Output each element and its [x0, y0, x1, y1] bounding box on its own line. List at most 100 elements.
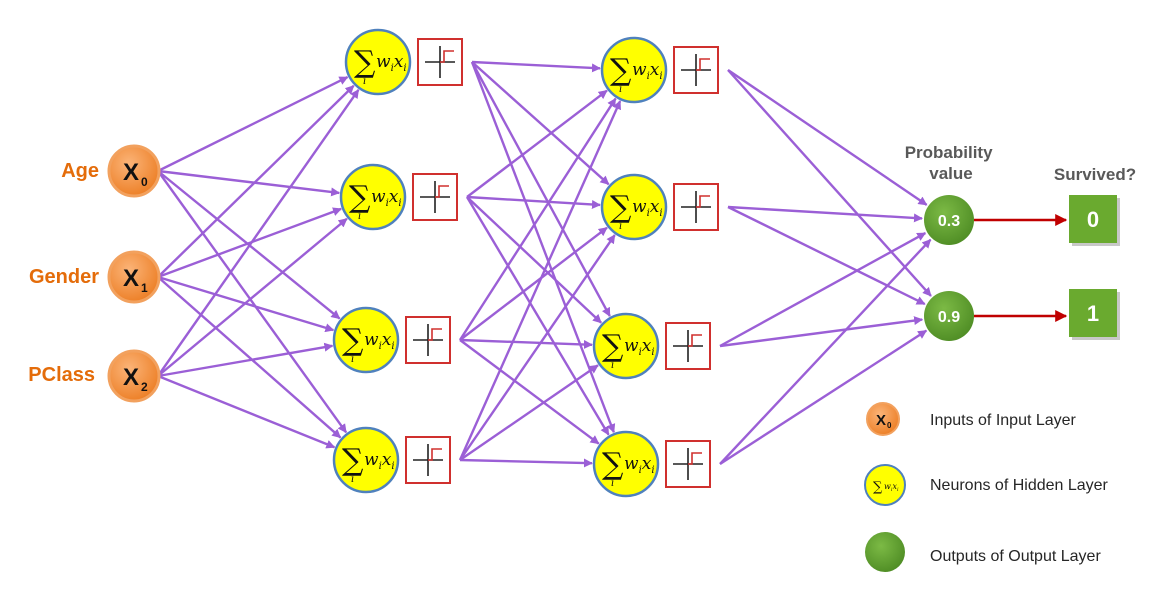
edge-hidden2-to-output: [719, 238, 932, 465]
sigma-index: i: [351, 354, 354, 365]
term-x: x: [642, 336, 652, 356]
legend-label: Outputs of Output Layer: [930, 548, 1101, 565]
term-w: w: [632, 60, 647, 80]
input-symbol: X: [123, 364, 139, 391]
weighted-sum-term: wixi: [364, 330, 395, 352]
term-x-sub: i: [403, 63, 406, 74]
input-label-age: Age: [61, 160, 99, 182]
sigma-index: i: [363, 76, 366, 87]
sigma-symbol: ∑: [349, 180, 371, 215]
activation-step-curve: [428, 328, 442, 341]
hidden-layers: ∑iwixi∑iwixi∑iwixi∑iwixi∑iwixi∑iwixi∑iwi…: [332, 28, 719, 498]
neuron-icon: [339, 163, 407, 231]
edge-hidden1-to-hidden2: [465, 196, 610, 436]
legend-w-sub: i: [891, 487, 893, 493]
term-w-sub: i: [639, 465, 642, 476]
legend-item-outputs: Outputs of Output Layer: [865, 532, 1101, 572]
edge-input-to-hidden1: [157, 89, 360, 377]
survived-box-0: 0: [1069, 195, 1120, 246]
input-label-gender: Gender: [29, 266, 99, 288]
weighted-sum-term: wixi: [364, 450, 395, 472]
neuron-icon: [344, 28, 412, 96]
sigma-index: i: [611, 360, 614, 371]
sigma-index: i: [619, 84, 622, 95]
edge-hidden1-to-hidden2: [459, 339, 600, 445]
survived-box-1: 1: [1069, 289, 1120, 340]
activation-step-icon: [673, 46, 719, 94]
sigma-symbol: ∑: [610, 53, 632, 88]
activation-step-curve: [696, 195, 710, 208]
term-w: w: [364, 330, 379, 350]
output-node-icon: [865, 532, 905, 572]
edge-hidden2-to-output: [727, 205, 923, 223]
edge-hidden1-to-hidden2: [471, 61, 610, 186]
sigma-index: i: [351, 474, 354, 485]
survived-value: 0: [1087, 207, 1099, 232]
term-w-sub: i: [386, 198, 389, 209]
sigma-symbol: ∑: [610, 190, 632, 225]
edge-input-to-hidden1: [157, 207, 342, 279]
neuron-icon: [592, 312, 660, 380]
edge-input-to-hidden1: [157, 217, 348, 377]
term-x: x: [389, 187, 399, 207]
edge-input-to-hidden1: [157, 342, 334, 378]
output-probability: 0.3: [938, 213, 960, 230]
legend-item-inputs: X 0 Inputs of Input Layer: [866, 402, 1077, 436]
term-w: w: [376, 52, 391, 72]
survived-header: Survived?: [1054, 165, 1136, 184]
input-node-icon: [866, 402, 900, 436]
sigma-symbol: ∑: [602, 329, 624, 364]
output-node-icon: [924, 195, 974, 245]
sigma-index: i: [611, 478, 614, 489]
activation-step-icon: [673, 183, 719, 231]
edge-hidden1-to-hidden2: [471, 60, 601, 73]
legend-item-neurons: ∑ wixi Neurons of Hidden Layer: [864, 464, 1109, 506]
output-node-1: 0.9: [924, 291, 974, 341]
term-w: w: [624, 454, 639, 474]
sigma-index: i: [358, 211, 361, 222]
term-w: w: [624, 336, 639, 356]
neuron-icon: [592, 430, 660, 498]
activation-step-icon: [665, 322, 711, 370]
probability-header-line-2: value: [929, 164, 972, 183]
term-x: x: [382, 330, 392, 350]
sigma-index: i: [619, 221, 622, 232]
term-x-sub: i: [391, 461, 394, 472]
activation-step-icon: [405, 436, 451, 484]
input-node-1: Gender X 1: [29, 250, 161, 304]
term-w-sub: i: [647, 208, 650, 219]
neuron-icon: [600, 36, 668, 104]
legend-x: x: [892, 482, 897, 491]
activation-step-icon: [417, 38, 463, 86]
probability-header-line-1: Probability: [905, 143, 993, 162]
input-node-icon: [107, 250, 161, 304]
term-x-sub: i: [651, 465, 654, 476]
term-w-sub: i: [639, 347, 642, 358]
edge-hidden2-to-output: [719, 316, 924, 348]
activation-step-curve: [696, 58, 710, 71]
legend-sigma: ∑: [873, 480, 883, 495]
edge-hidden1-to-hidden2: [470, 61, 616, 434]
input-subscript: 0: [141, 175, 148, 189]
term-w-sub: i: [379, 461, 382, 472]
legend-x-sub: i: [897, 487, 899, 493]
term-x: x: [382, 450, 392, 470]
term-w: w: [364, 450, 379, 470]
sigma-symbol: ∑: [342, 323, 364, 358]
connection-edges: [157, 60, 932, 468]
legend-w: w: [884, 482, 891, 491]
input-node-icon: [107, 349, 161, 403]
weighted-sum-term: wixi: [624, 454, 655, 476]
edge-hidden2-to-output: [719, 231, 927, 348]
activation-step-icon: [665, 440, 711, 488]
input-subscript: 1: [141, 281, 148, 295]
term-x: x: [394, 52, 404, 72]
term-w: w: [632, 197, 647, 217]
